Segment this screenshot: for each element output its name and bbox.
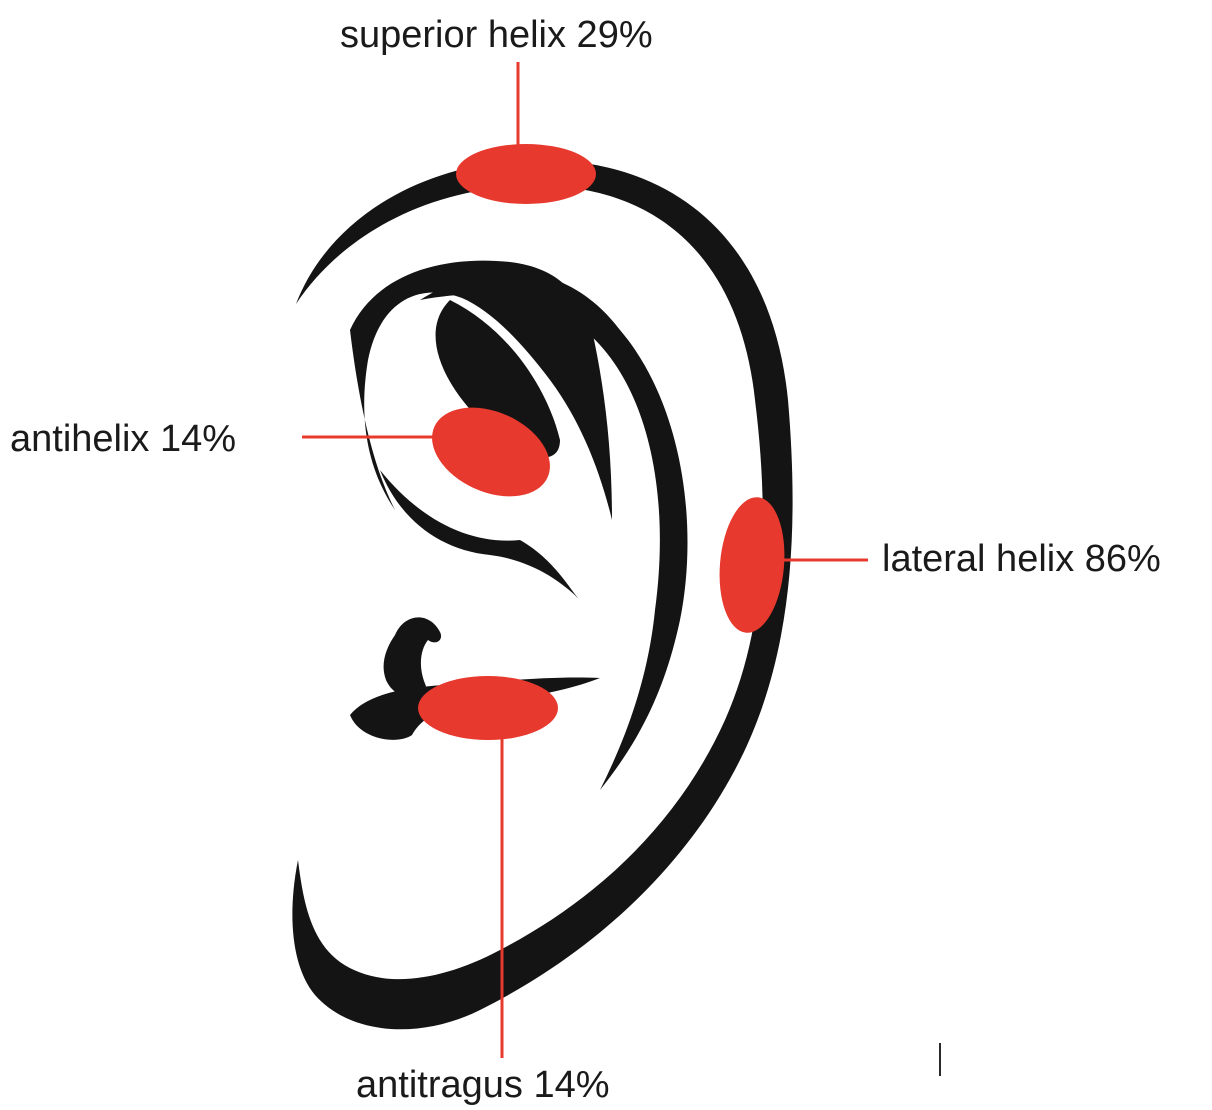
antitragus-highlight <box>418 676 558 740</box>
lateral-helix-label: lateral helix 86% <box>882 540 1161 578</box>
antihelix-label: antihelix 14% <box>10 420 236 458</box>
tragus <box>384 617 441 695</box>
antitragus-label: antitragus 14% <box>356 1066 610 1104</box>
superior-helix-label: superior helix 29% <box>340 16 653 54</box>
superior-helix-highlight <box>456 144 596 204</box>
